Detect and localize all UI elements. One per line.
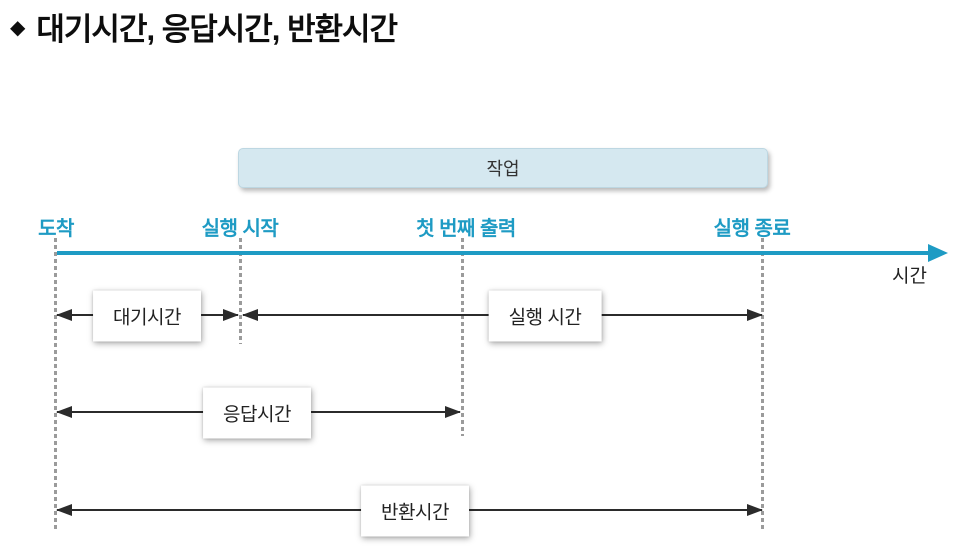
arrowhead-right-icon	[747, 504, 763, 516]
arrowhead-left-icon	[56, 504, 72, 516]
label-waiting-time: 대기시간	[93, 290, 201, 342]
diamond-bullet-icon: ◆	[10, 16, 25, 39]
arrowhead-right-icon	[223, 309, 239, 321]
marker-label-arrival: 도착	[38, 218, 74, 240]
arrowhead-right-icon	[445, 406, 461, 418]
guide-line-exec-start	[239, 238, 242, 344]
arrowhead-right-icon	[747, 309, 763, 321]
label-execution-time: 실행 시간	[488, 290, 602, 342]
arrowhead-left-icon	[56, 309, 72, 321]
label-response-time: 응답시간	[203, 387, 311, 439]
page-title: ◆ 대기시간, 응답시간, 반환시간	[10, 4, 398, 49]
marker-label-exec-end: 실행 종료	[713, 218, 791, 240]
time-axis-arrowhead-icon	[928, 244, 948, 262]
label-turnaround-time: 반환시간	[361, 485, 469, 537]
guide-line-arrival	[54, 238, 57, 532]
guide-line-exec-end	[761, 238, 764, 532]
marker-label-exec-start: 실행 시작	[201, 218, 279, 240]
job-box-label: 작업	[486, 159, 520, 179]
job-box: 작업	[238, 148, 768, 188]
arrowhead-left-icon	[56, 406, 72, 418]
arrowhead-left-icon	[242, 309, 258, 321]
marker-label-first-output: 첫 번째 출력	[416, 218, 516, 240]
guide-line-first-output	[461, 238, 464, 436]
time-axis-label: 시간	[892, 266, 927, 287]
time-axis-line	[57, 251, 930, 255]
page-title-text: 대기시간, 응답시간, 반환시간	[36, 12, 398, 47]
